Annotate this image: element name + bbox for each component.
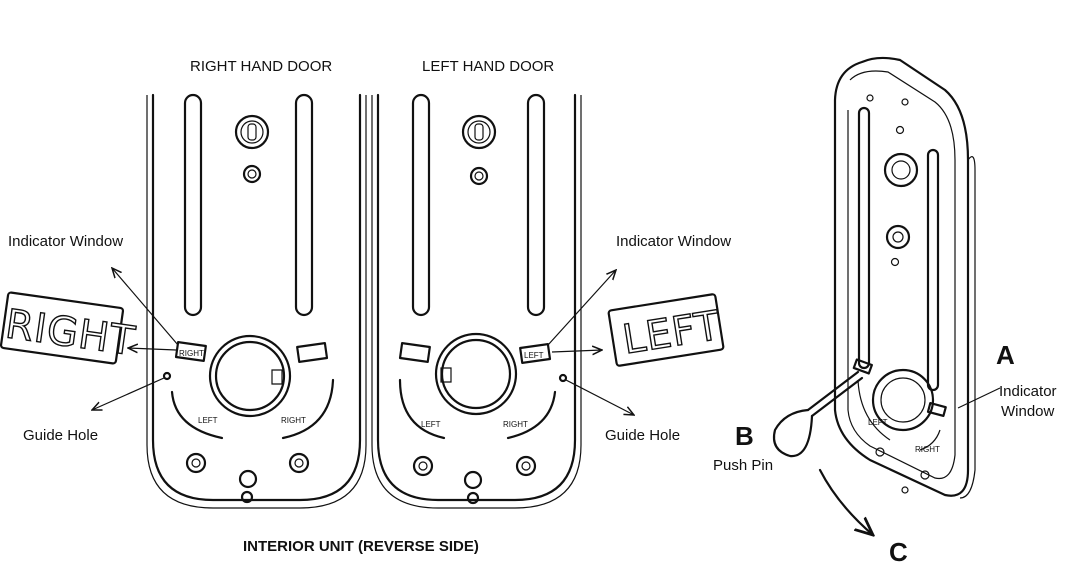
push-pin xyxy=(772,370,864,458)
plate-mark-right: RIGHT xyxy=(179,349,204,358)
guide-hole-label-left: Guide Hole xyxy=(23,427,99,444)
letter-a: A xyxy=(996,340,1015,370)
right-hand-door-heading: RIGHT HAND DOOR xyxy=(190,58,333,75)
right-stamp: RIGHT xyxy=(0,291,139,366)
interior-unit-3d: LEFT RIGHT xyxy=(772,56,976,535)
plate-mark-right-b: RIGHT xyxy=(503,420,528,429)
left-hand-door-plate: LEFT LEFT RIGHT xyxy=(371,93,582,509)
guide-hole-left-plate xyxy=(558,373,568,383)
indicator-window-right-plate xyxy=(174,341,207,362)
plate-mark-3d-right: RIGHT xyxy=(915,445,940,454)
letter-b: B xyxy=(735,421,754,451)
indicator-window-label-left: Indicator Window xyxy=(8,233,124,250)
plate-mark-3d-left: LEFT xyxy=(868,418,888,427)
letter-c: C xyxy=(889,537,908,567)
screw-hole-top xyxy=(234,114,270,150)
stamp-left-text: LEFT xyxy=(620,303,724,364)
guide-hole-label-right: Guide Hole xyxy=(605,427,681,444)
plate-mark-left-b: LEFT xyxy=(421,420,441,429)
plate-mark-left-small: LEFT xyxy=(524,351,544,360)
indicator-window-3d xyxy=(926,401,947,418)
stamp-right-text: RIGHT xyxy=(3,301,138,365)
rotation-arrow xyxy=(818,468,873,535)
indicator-window-3d-line1: Indicator xyxy=(999,383,1057,400)
indicator-window-label-right: Indicator Window xyxy=(616,233,732,250)
plate-mark-left-a: LEFT xyxy=(198,416,218,425)
push-pin-label: Push Pin xyxy=(713,457,774,474)
plate-mark-right-a: RIGHT xyxy=(281,416,306,425)
right-hand-door-plate: RIGHT LEFT RIGHT xyxy=(146,93,367,509)
screw-hole-top-2 xyxy=(461,114,497,150)
left-stamp: LEFT xyxy=(607,293,725,367)
guide-hole-right-plate xyxy=(162,371,172,381)
callout-lines xyxy=(92,268,1001,415)
caption: INTERIOR UNIT (REVERSE SIDE) xyxy=(243,538,479,555)
indicator-window-left-plate xyxy=(519,343,552,364)
indicator-window-3d-line2: Window xyxy=(1001,403,1055,420)
left-hand-door-heading: LEFT HAND DOOR xyxy=(422,58,555,75)
